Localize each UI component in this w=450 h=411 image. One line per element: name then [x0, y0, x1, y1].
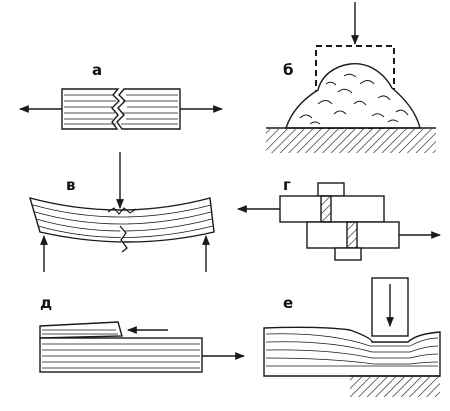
panel-v-label: в [66, 176, 76, 194]
panel-d-shear-along-grain: д [39, 294, 245, 373]
panel-a-label: а [92, 61, 102, 79]
panel-d-label: д [40, 294, 52, 312]
panel-b-label: б [283, 61, 293, 79]
panel-a-wood-block [61, 88, 181, 130]
panel-e-support-hatch [350, 377, 440, 397]
panel-d-main-block [39, 337, 203, 373]
panel-a-tension: а [19, 61, 223, 130]
panel-g-bolted-shear: г [237, 176, 441, 261]
panel-v-bending: в [28, 152, 215, 272]
panel-v-bent-beam [28, 197, 215, 253]
panel-e-local-crushing: е [263, 277, 441, 397]
panel-b-compression-heap: б [266, 2, 436, 153]
panel-b-fragment-heap [285, 63, 421, 129]
panel-b-ground-hatch [266, 129, 436, 153]
panel-e-label: е [283, 294, 293, 312]
panel-g-upper-plate [279, 195, 385, 223]
panel-g-bolt-nut [334, 247, 362, 261]
panel-g-label: г [283, 176, 291, 194]
panel-e-wood-block [263, 326, 441, 377]
panel-g-bolt-shank-lower [346, 221, 358, 249]
panel-g-bolt-head [317, 182, 345, 197]
panel-g-bolt-shank-upper [320, 195, 332, 223]
